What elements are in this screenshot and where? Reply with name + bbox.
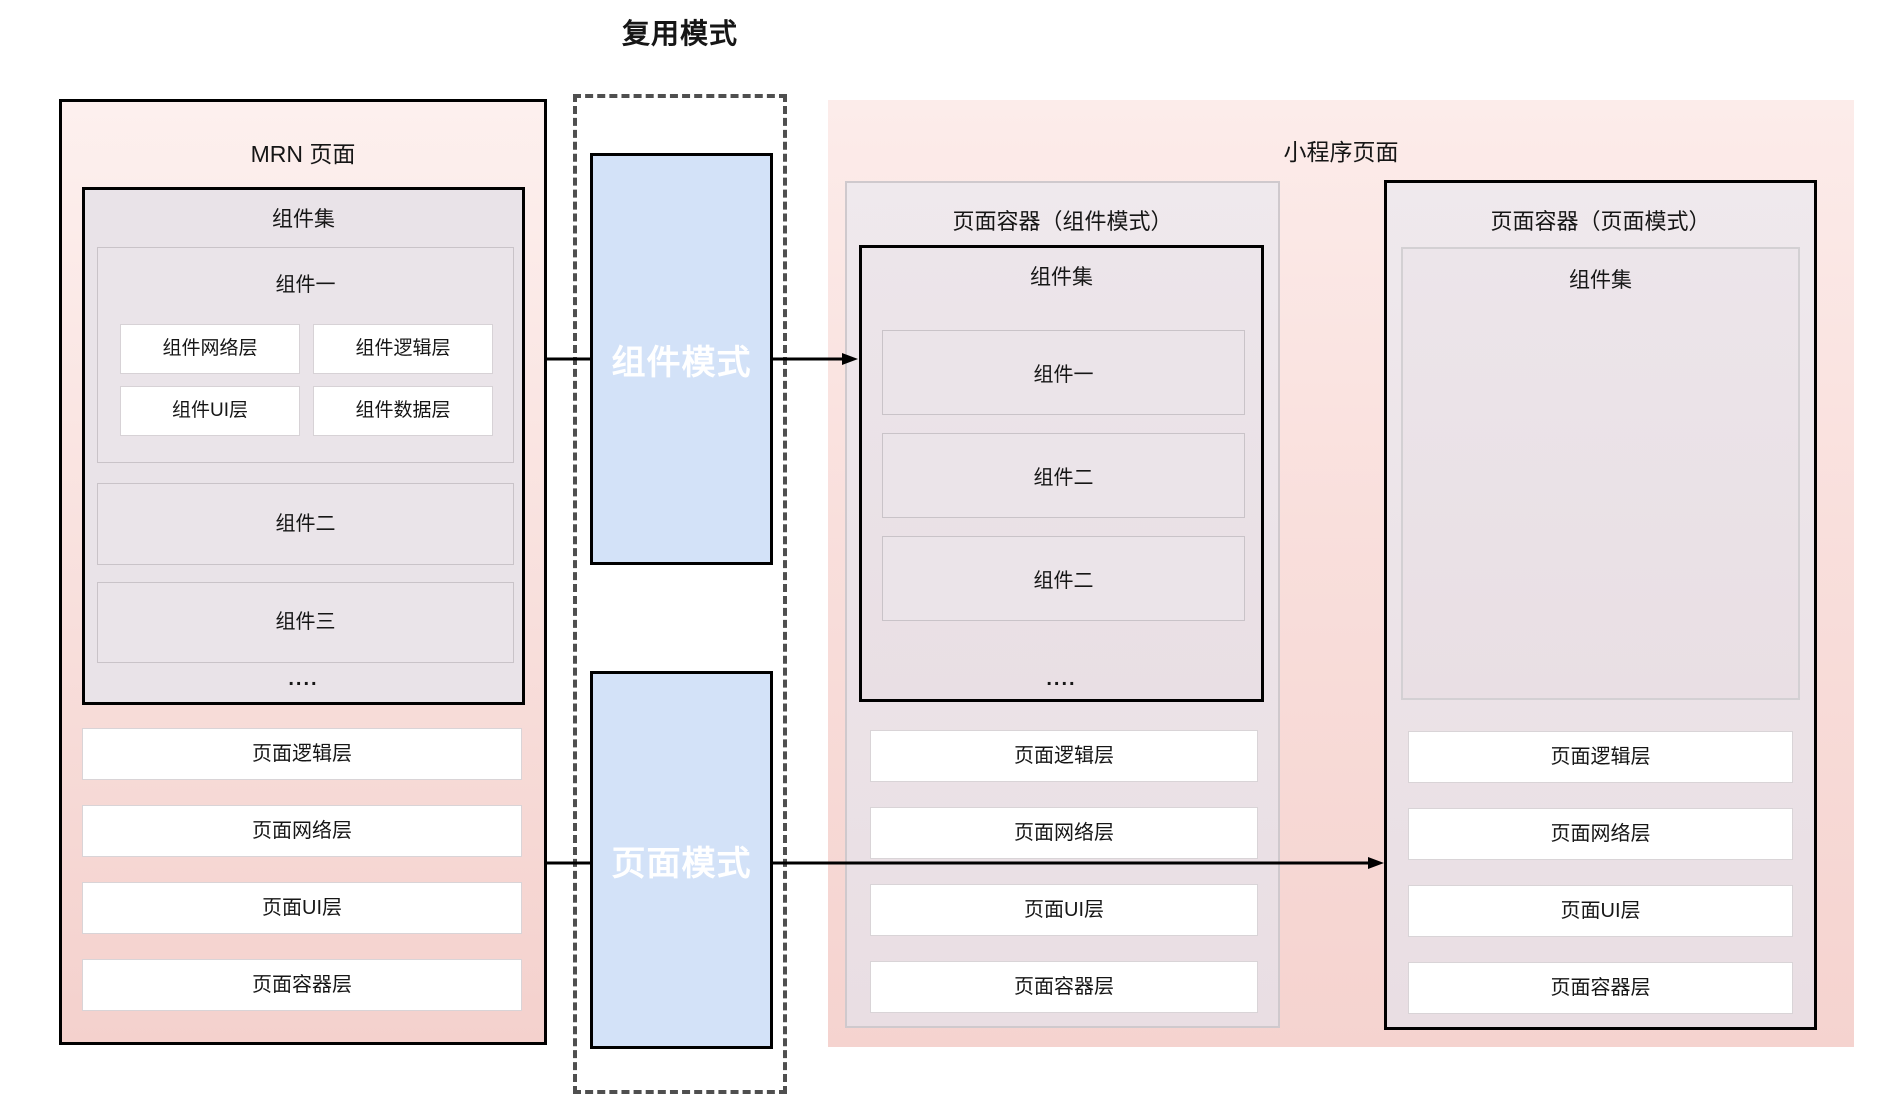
ellipsis-text: .... xyxy=(1046,668,1077,690)
page-network-layer-bar: 页面网络层 xyxy=(870,807,1258,859)
component-one-box: 组件一 组件网络层 组件逻辑层 组件UI层 组件数据层 xyxy=(97,247,514,463)
diagram-title: 复用模式 xyxy=(621,18,738,49)
page-network-layer-bar: 页面网络层 xyxy=(1408,808,1793,860)
page-container-page-mode: 页面容器（页面模式） 组件集 页面逻辑层 页面网络层 页面UI层 页面容器层 xyxy=(1384,180,1817,1030)
mrn-page-panel: MRN 页面 组件集 组件一 组件网络层 组件逻辑层 组件UI层 组件数据层 组… xyxy=(59,99,547,1045)
pagemode-component-set: 组件集 xyxy=(1401,247,1800,700)
miniapp-page-panel: 小程序页面 页面容器（组件模式） 组件集 组件一 组件二 组件二 .... 页面… xyxy=(828,100,1854,1047)
component-network-layer: 组件网络层 xyxy=(120,324,300,374)
miniapp-page-title: 小程序页面 xyxy=(1283,139,1399,165)
ellipsis-text: .... xyxy=(288,668,319,690)
page-ui-layer-bar: 页面UI层 xyxy=(870,884,1258,936)
container-page-mode-title: 页面容器（页面模式） xyxy=(1490,209,1711,234)
component-three-box: 组件三 xyxy=(97,582,514,663)
page-logic-layer-bar: 页面逻辑层 xyxy=(82,728,522,780)
component-two-item: 组件二 xyxy=(882,433,1245,518)
component-two-item: 组件二 xyxy=(882,536,1245,621)
mrn-component-set: 组件集 组件一 组件网络层 组件逻辑层 组件UI层 组件数据层 组件二 组件三 … xyxy=(82,187,525,705)
page-ui-layer-bar: 页面UI层 xyxy=(82,882,522,934)
page-container-layer-bar: 页面容器层 xyxy=(1408,962,1793,1014)
component-set-title: 组件集 xyxy=(272,208,335,231)
page-container-layer-bar: 页面容器层 xyxy=(870,961,1258,1013)
page-logic-layer-bar: 页面逻辑层 xyxy=(870,730,1258,782)
component-ui-layer: 组件UI层 xyxy=(120,386,300,436)
mrn-page-title: MRN 页面 xyxy=(250,141,356,167)
page-ui-layer-bar: 页面UI层 xyxy=(1408,885,1793,937)
container-component-mode-title: 页面容器（组件模式） xyxy=(952,209,1173,234)
component-one-title: 组件一 xyxy=(275,274,336,296)
miniapp-component-set: 组件集 组件一 组件二 组件二 .... xyxy=(859,245,1264,702)
page-container-component-mode: 页面容器（组件模式） 组件集 组件一 组件二 组件二 .... 页面逻辑层 页面… xyxy=(845,181,1280,1028)
component-one-item: 组件一 xyxy=(882,330,1245,415)
component-two-box: 组件二 xyxy=(97,483,514,565)
component-logic-layer: 组件逻辑层 xyxy=(313,324,493,374)
component-mode-box: 组件模式 xyxy=(590,153,773,565)
page-network-layer-bar: 页面网络层 xyxy=(82,805,522,857)
page-logic-layer-bar: 页面逻辑层 xyxy=(1408,731,1793,783)
page-mode-box: 页面模式 xyxy=(590,671,773,1049)
component-set-title: 组件集 xyxy=(1030,266,1093,289)
component-data-layer: 组件数据层 xyxy=(313,386,493,436)
component-set-title: 组件集 xyxy=(1569,269,1632,292)
page-container-layer-bar: 页面容器层 xyxy=(82,959,522,1011)
